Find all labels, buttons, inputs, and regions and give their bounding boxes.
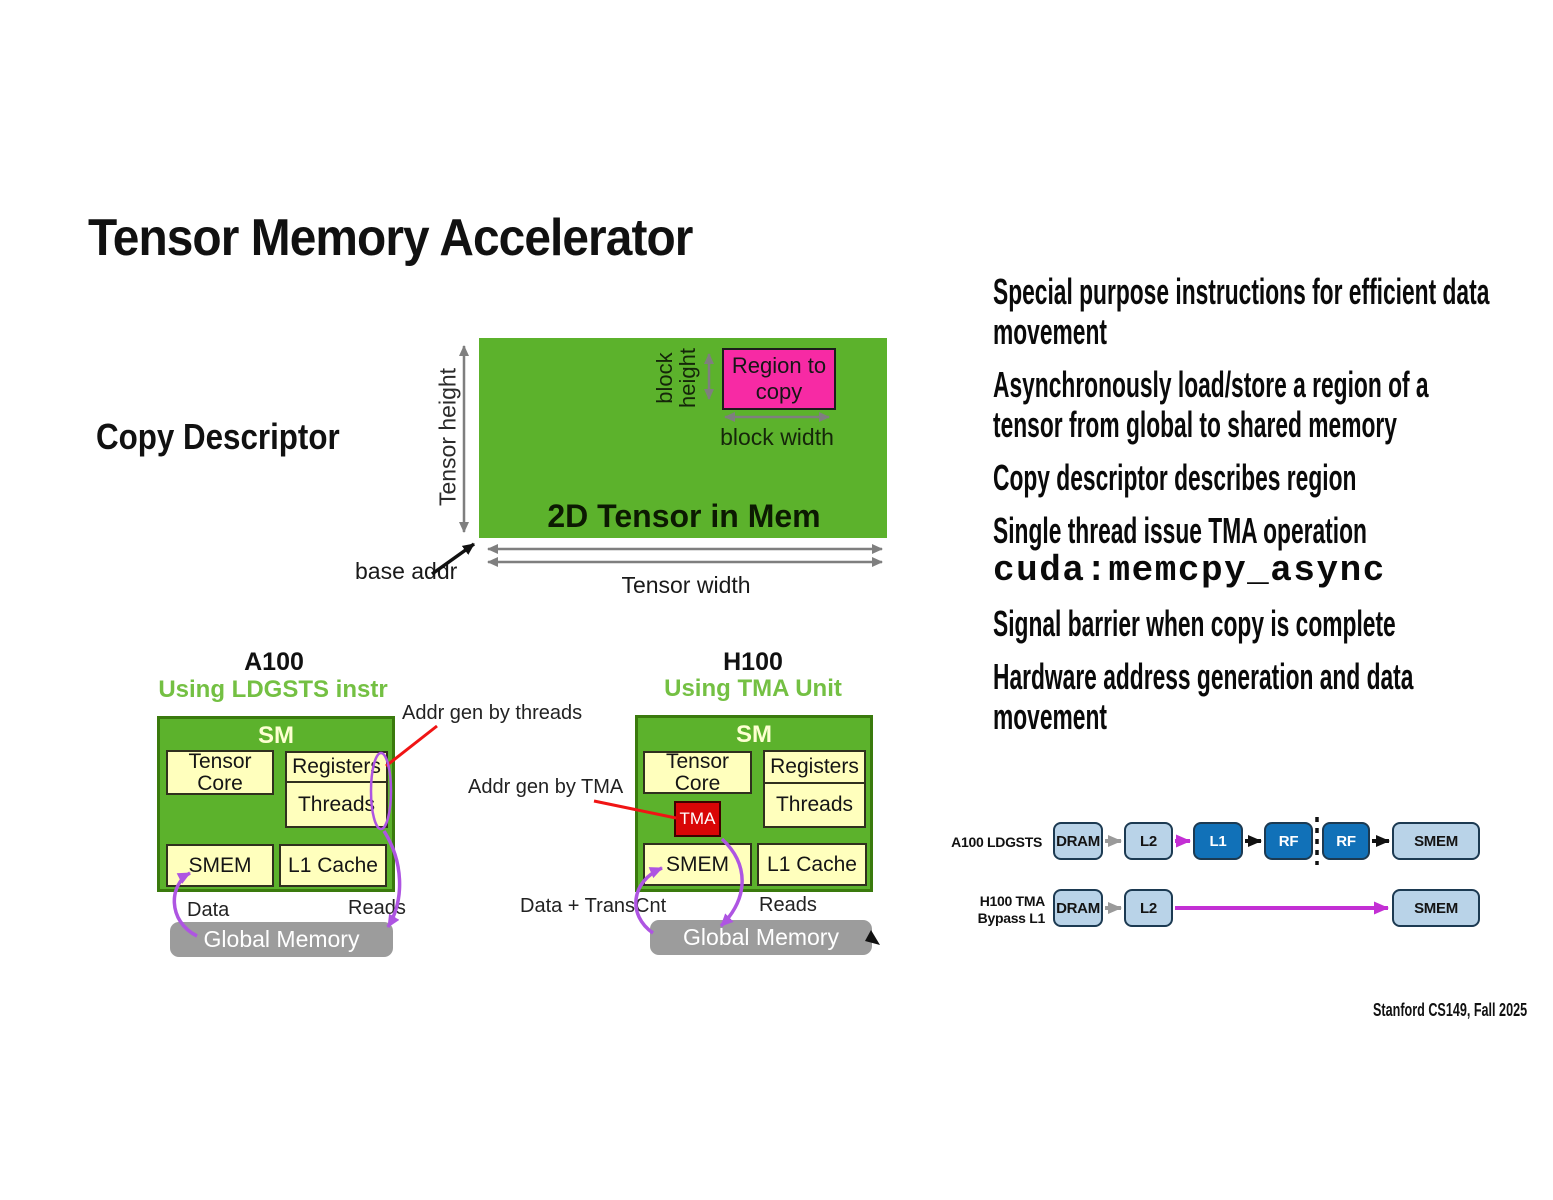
flow-a100-label: A100 LDGSTS	[951, 834, 1042, 850]
flow-h100-label-line1: H100 TMA	[979, 893, 1046, 909]
page-title: Tensor Memory Accelerator	[88, 209, 693, 267]
h100-tma-box: TMA	[674, 801, 721, 837]
flow-h100-dram: DRAM	[1053, 889, 1103, 927]
a100-l1-cache-box: L1 Cache	[279, 844, 387, 887]
a100-data-label: Data	[187, 899, 230, 921]
h100-registers-box: Registers	[763, 750, 866, 784]
a100-sm-label: SM	[258, 722, 294, 749]
h100-addr-gen-annotation: Addr gen by TMA	[468, 776, 624, 798]
h100-smem-box: SMEM	[643, 843, 752, 886]
h100-data-transcnt-label: Data + TransCnt	[520, 895, 667, 917]
bullet-async-loadstore: Asynchronously load/store a region of a …	[993, 364, 1429, 445]
h100-reads-label: Reads	[759, 894, 817, 916]
block-width-label: block width	[720, 424, 834, 450]
a100-tensor-core-box: Tensor Core	[166, 750, 274, 795]
a100-registers-box: Registers	[285, 751, 388, 783]
a100-smem-box: SMEM	[166, 844, 274, 887]
h100-tensor-core-box: Tensor Core	[643, 750, 752, 794]
bullet-single-thread: Single thread issue TMA operation	[993, 510, 1367, 551]
h100-l1-cache-box: L1 Cache	[757, 843, 867, 886]
bullet-copy-descriptor: Copy descriptor describes region	[993, 457, 1357, 498]
a100-title: A100	[244, 648, 304, 676]
bullet-signal-barrier: Signal barrier when copy is complete	[993, 603, 1396, 644]
flow-a100-dram: DRAM	[1053, 822, 1103, 860]
h100-global-memory-box: Global Memory	[650, 920, 872, 955]
a100-addr-gen-annotation: Addr gen by threads	[402, 702, 583, 724]
h100-title: H100	[723, 648, 783, 676]
code-memcpy-async: cuda:memcpy_async	[993, 550, 1386, 591]
footer-credit: Stanford CS149, Fall 2025	[1372, 1000, 1527, 1020]
flow-h100-label-line2: Bypass L1	[977, 910, 1046, 926]
tensor-mem-label: 2D Tensor in Mem	[547, 498, 821, 534]
bullet-list: Special purpose instructions for efficie…	[993, 272, 1493, 750]
flow-a100-l2: L2	[1124, 822, 1173, 860]
region-to-copy-box: Region to copy	[722, 348, 836, 410]
copy-descriptor-label: Copy Descriptor	[96, 416, 340, 457]
tensor-width-label: Tensor width	[621, 572, 751, 598]
h100-subtitle: Using TMA Unit	[664, 675, 842, 702]
flow-a100-rf2: RF	[1322, 822, 1370, 860]
a100-threads-box: Threads	[285, 781, 388, 828]
tensor-height-label: Tensor height	[434, 367, 461, 507]
h100-sm-label: SM	[736, 721, 772, 748]
bullet-hw-addr-gen: Hardware address generation and data mov…	[993, 656, 1414, 737]
h100-threads-box: Threads	[763, 782, 866, 828]
flow-a100-smem: SMEM	[1392, 822, 1480, 860]
bullet-special-purpose: Special purpose instructions for efficie…	[993, 271, 1490, 352]
flow-h100-smem: SMEM	[1392, 889, 1480, 927]
base-addr-label: base addr	[355, 558, 458, 584]
block-height-label: block height	[652, 348, 700, 408]
flow-h100-l2: L2	[1124, 889, 1173, 927]
a100-reads-label: Reads	[348, 897, 406, 919]
flow-a100-rf1: RF	[1264, 822, 1313, 860]
flow-a100-l1: L1	[1193, 822, 1243, 860]
a100-global-memory-box: Global Memory	[170, 922, 393, 957]
a100-subtitle: Using LDGSTS instr	[158, 676, 388, 703]
